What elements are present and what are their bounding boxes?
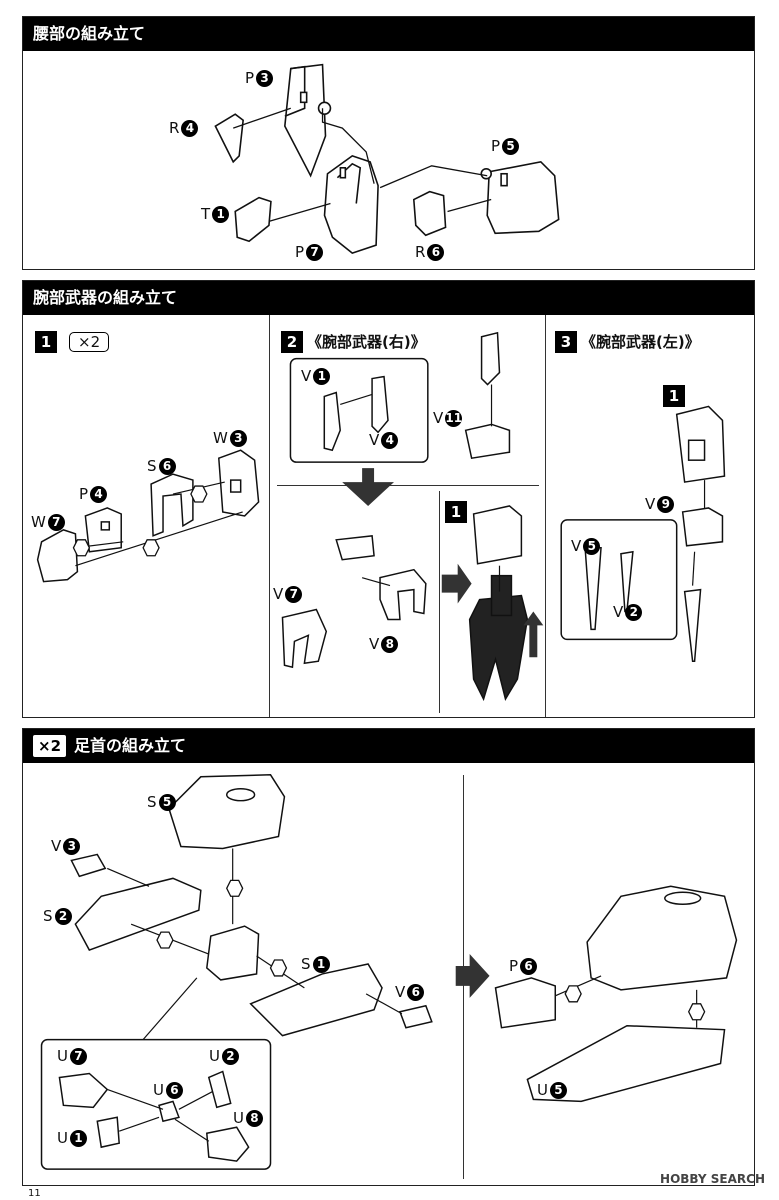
- arm-weapon-header: 腕部武器の組み立て: [23, 281, 754, 315]
- part-v11: [464, 423, 511, 460]
- step-3-title: 《腕部武器(左)》: [581, 333, 700, 351]
- part-r6: [412, 190, 447, 237]
- arm-weapon-section: 腕部武器の組み立て 1×2: [22, 280, 755, 718]
- quantity-badge: ×2: [69, 332, 110, 352]
- step-2-ref: 1: [445, 501, 471, 523]
- waist-assembly-section: 腰部の組み立て: [22, 16, 755, 270]
- part-v9: [681, 507, 724, 547]
- part-s6: [150, 473, 194, 537]
- part-v4: [371, 375, 389, 434]
- part-u2: [207, 1070, 232, 1109]
- part-u1: [96, 1116, 120, 1149]
- waist-assembly-header: 腰部の組み立て: [23, 17, 754, 51]
- part-v7-sensor: [335, 535, 375, 561]
- part-u5: [526, 1024, 726, 1103]
- ankle-assembly-illustration: [40, 774, 738, 1170]
- divider: [545, 315, 546, 717]
- part-body: [586, 885, 738, 991]
- part-v6: [398, 1004, 433, 1029]
- part-ref1-box: [472, 505, 523, 565]
- part-u6: [158, 1100, 180, 1123]
- step-2-title: 《腕部武器(右)》: [307, 333, 426, 351]
- step-1-heading: 1×2: [35, 331, 110, 353]
- waist-assembly-title: 腰部の組み立て: [33, 24, 146, 43]
- part-w7: [36, 529, 79, 583]
- part-v8: [379, 568, 427, 621]
- part-s5: [168, 774, 286, 850]
- ankle-assembly-section: ×2 足首の組み立て: [22, 728, 755, 1186]
- arrow-right: [455, 954, 490, 998]
- step-3-heading: 3《腕部武器(左)》: [555, 331, 700, 353]
- part-r4: [214, 113, 244, 164]
- part-p7: [323, 155, 379, 255]
- part-p5: [486, 160, 560, 235]
- step-3-ref: 1: [663, 385, 689, 407]
- page-number: 11: [28, 1188, 41, 1199]
- step-2-heading: 2《腕部武器(右)》: [281, 331, 426, 353]
- part-v7: [281, 608, 328, 669]
- part-t1: [234, 196, 272, 243]
- part-s1: [249, 963, 383, 1037]
- ankle-assembly-title: 足首の組み立て: [74, 736, 187, 755]
- ankle-assembly-header: ×2 足首の組み立て: [23, 729, 754, 763]
- part-drill: [683, 588, 702, 663]
- part-p6: [494, 977, 557, 1029]
- watermark: HOBBY SEARCH: [660, 1172, 765, 1186]
- part-s2: [74, 877, 202, 951]
- part-core: [206, 925, 260, 981]
- waist-assembly-illustration: [214, 63, 560, 255]
- part-u8: [205, 1126, 250, 1162]
- divider: [269, 315, 270, 717]
- part-v3: [70, 853, 107, 878]
- arm-weapon-title: 腕部武器の組み立て: [33, 288, 178, 307]
- part-v1: [323, 391, 341, 452]
- divider: [439, 491, 440, 713]
- divider: [277, 485, 539, 486]
- part-u7: [58, 1072, 109, 1109]
- quantity-badge: ×2: [33, 735, 67, 757]
- part-v11-top: [480, 331, 501, 386]
